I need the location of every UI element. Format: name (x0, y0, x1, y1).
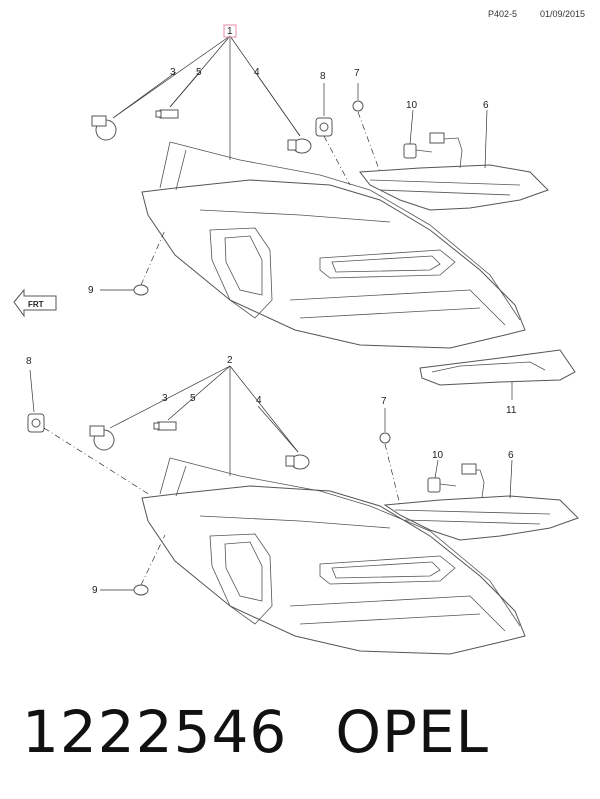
callout-8-upper: 8 (320, 71, 326, 82)
callout-7-upper: 7 (354, 68, 360, 79)
callout-6-lower: 6 (508, 450, 514, 461)
grommet-9-upper (133, 284, 149, 296)
callout-4-lower: 4 (256, 395, 262, 406)
bulb-4-lower (285, 454, 310, 470)
callout-6-upper: 6 (483, 100, 489, 111)
tail-lamp-assembly-upper (91, 35, 549, 349)
brand-name: OPEL (335, 698, 489, 766)
callout-8-lower: 8 (26, 356, 32, 367)
tail-lamp-assembly-lower (27, 365, 579, 655)
callout-4-upper: 4 (254, 67, 260, 78)
bulb-5-lower (153, 421, 177, 431)
callout-1: 1 (227, 26, 233, 37)
bulb-3-lower (89, 425, 115, 451)
exploded-parts-diagram: FRT (13, 24, 579, 655)
callout-11: 11 (506, 405, 517, 416)
socket-10-upper (403, 143, 433, 159)
callout-9-lower: 9 (92, 585, 98, 596)
callout-2: 2 (227, 355, 233, 366)
lamp-housing-lower (141, 485, 526, 655)
callout-3-lower: 3 (162, 393, 168, 404)
diagram-ref-code: P402-5 (488, 9, 518, 19)
callout-3-upper: 3 (170, 67, 176, 78)
callout-9-upper: 9 (88, 285, 94, 296)
bulb-4-upper (287, 138, 312, 154)
nut-7-lower (379, 432, 391, 444)
callout-5-lower: 5 (190, 393, 196, 404)
callout-5-upper: 5 (196, 67, 202, 78)
inner-lamp-lower (383, 495, 579, 541)
callout-10-upper: 10 (406, 100, 418, 111)
socket-8-lower (27, 413, 45, 433)
socket-10-lower (427, 477, 457, 493)
part-number-footer: 1222546 OPEL (22, 698, 489, 766)
socket-8-upper (315, 117, 333, 137)
inner-lamp-upper (359, 164, 549, 211)
bulb-5-upper (155, 109, 179, 119)
diagram-date: 01/09/2015 (540, 9, 586, 19)
lens-part-11 (419, 349, 576, 400)
front-direction-arrow-icon: FRT (13, 288, 57, 318)
bulb-3-upper (91, 115, 117, 141)
lamp-housing-upper (141, 179, 526, 349)
direction-label: FRT (28, 300, 44, 309)
callout-10-lower: 10 (432, 450, 444, 461)
callout-1-highlight-box (223, 24, 237, 38)
nut-7-upper (352, 100, 364, 112)
grommet-9-lower (133, 584, 149, 596)
part-number: 1222546 (22, 698, 288, 766)
callout-7-lower: 7 (381, 396, 387, 407)
